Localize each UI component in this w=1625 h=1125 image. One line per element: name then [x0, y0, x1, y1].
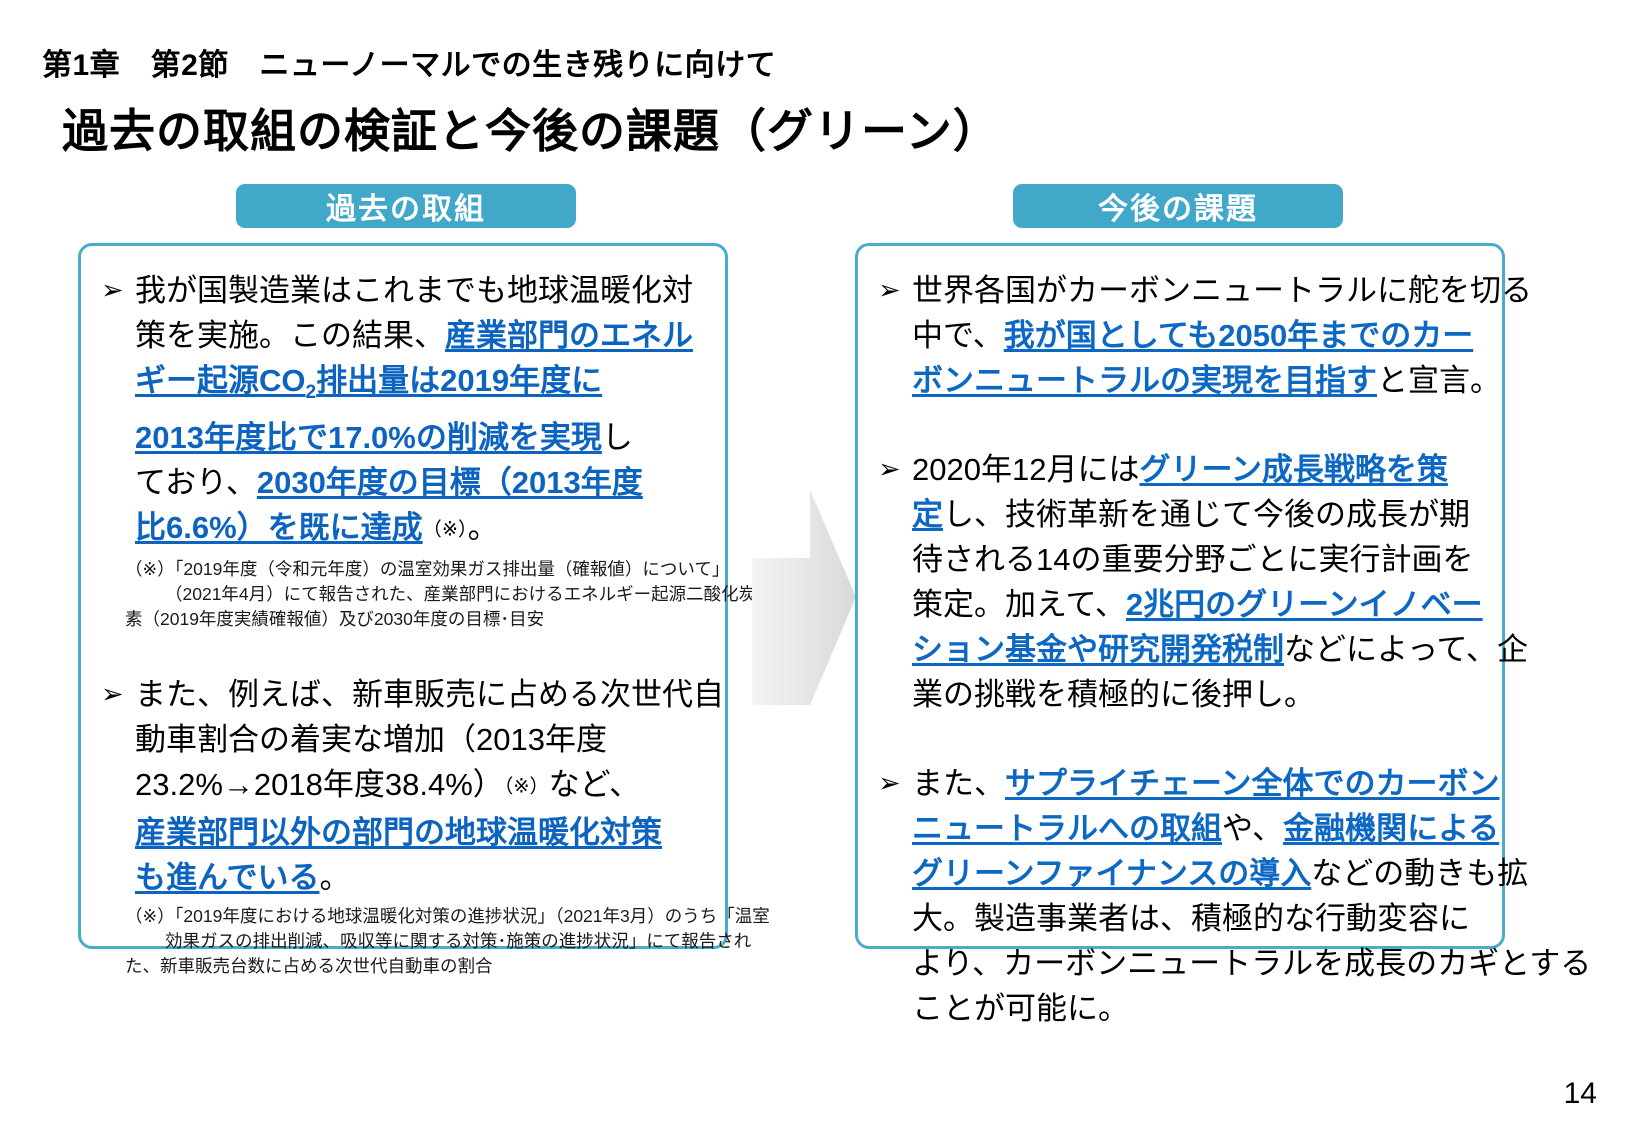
footnote-source-1: （※）「2019年度（令和元年度）の温室効果ガス排出量（確報値）について」（20…: [125, 558, 757, 629]
chevron-right-bullet-icon: ➢: [878, 275, 901, 305]
right-arrow-icon: [752, 490, 856, 705]
bullet-text: 2020年12月にはグリーン成長戦略を策定し、技術革新を通じて今後の成長が期待さ…: [912, 452, 1528, 712]
page-title: 過去の取組の検証と今後の課題（グリーン）: [62, 105, 1000, 157]
list-item: ➢ 世界各国がカーボンニュートラルに舵を切る中で、我が国としても2050年までの…: [874, 268, 1532, 403]
section-badge-past-efforts: 過去の取組: [236, 184, 576, 228]
spacer: [874, 407, 1488, 447]
chapter-section-line: 第1章 第2節 ニューノーマルでの生き残りに向けて: [42, 49, 777, 82]
section-badge-future-challenges: 今後の課題: [1013, 184, 1343, 228]
chevron-right-bullet-icon: ➢: [101, 678, 124, 709]
panel-future-challenges: ➢ 世界各国がカーボンニュートラルに舵を切る中で、我が国としても2050年までの…: [855, 243, 1591, 1026]
spacer: [97, 632, 711, 672]
bullet-text: また、サプライチェーン全体でのカーボンニュートラルへの取組や、金融機関によるグリ…: [912, 766, 1592, 1026]
chevron-right-bullet-icon: ➢: [101, 275, 124, 305]
list-item: ➢ 我が国製造業はこれまでも地球温暖化対策を実施。この結果、産業部門のエネルギー…: [97, 268, 711, 553]
chevron-right-bullet-icon: ➢: [878, 768, 901, 798]
spacer: [874, 721, 1488, 761]
list-item: ➢ また、サプライチェーン全体でのカーボンニュートラルへの取組や、金融機関による…: [874, 761, 1591, 1031]
chevron-right-bullet-icon: ➢: [878, 454, 901, 484]
panel-future-challenges-content: ➢ 世界各国がカーボンニュートラルに舵を切る中で、我が国としても2050年までの…: [858, 246, 1591, 1045]
panel-past-efforts-content: ➢ 我が国製造業はこれまでも地球温暖化対策を実施。この結果、産業部門のエネルギー…: [81, 246, 770, 989]
page-number: 14: [1563, 1077, 1597, 1110]
panel-past-efforts: ➢ 我が国製造業はこれまでも地球温暖化対策を実施。この結果、産業部門のエネルギー…: [78, 243, 770, 976]
list-item: ➢ 2020年12月にはグリーン成長戦略を策定し、技術革新を通じて今後の成長が期…: [874, 447, 1528, 717]
footnote-source-2: （※）「2019年度における地球温暖化対策の進捗状況」（2021年3月）のうち「…: [125, 905, 770, 976]
bullet-text: 世界各国がカーボンニュートラルに舵を切る中で、我が国としても2050年までのカー…: [912, 273, 1532, 398]
bullet-text: 我が国製造業はこれまでも地球温暖化対策を実施。この結果、産業部門のエネルギー起源…: [135, 273, 693, 546]
